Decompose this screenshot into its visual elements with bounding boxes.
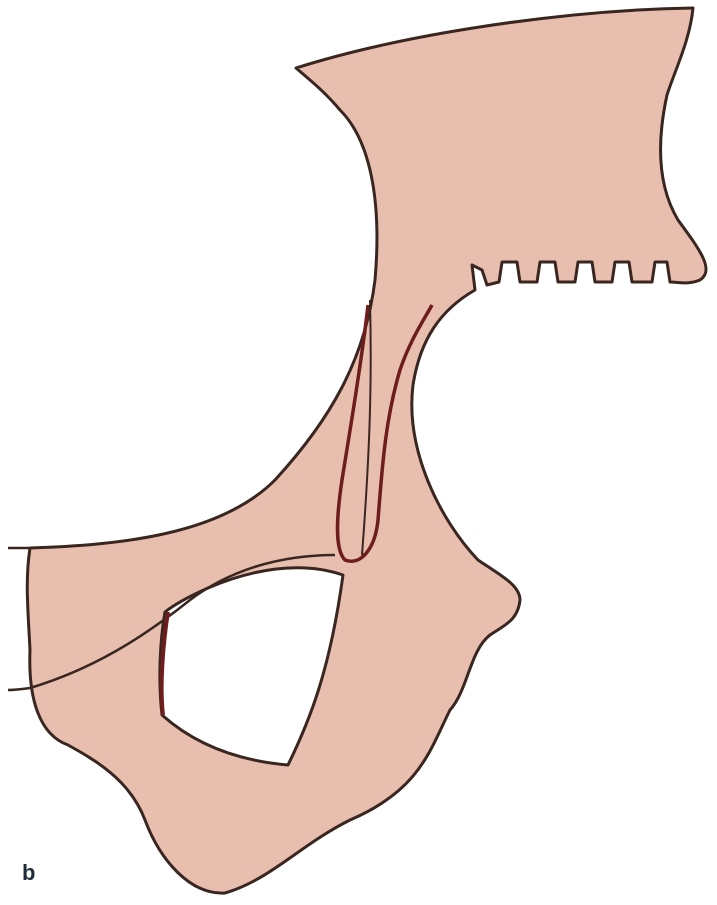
hip-bone-shape	[27, 8, 706, 893]
left-margin-stub	[8, 688, 30, 690]
panel-label: b	[22, 862, 35, 884]
